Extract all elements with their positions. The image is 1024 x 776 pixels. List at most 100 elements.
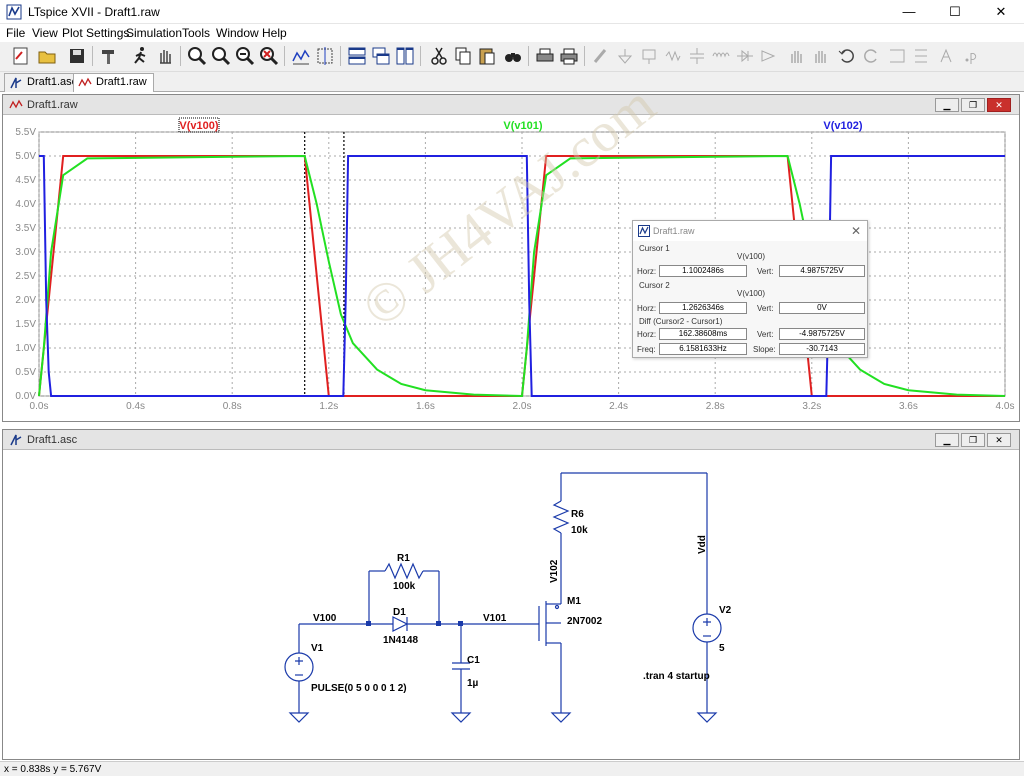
- waveform-plot[interactable]: 0.0V0.5V1.0V1.5V2.0V2.5V3.0V3.5V4.0V4.5V…: [3, 116, 1019, 422]
- menu-tools[interactable]: Tools: [182, 26, 211, 40]
- menu-view[interactable]: View: [32, 26, 58, 40]
- copy-icon[interactable]: [452, 45, 474, 67]
- menu-file[interactable]: File: [6, 26, 26, 40]
- tile-vertical-icon[interactable]: [394, 45, 416, 67]
- close-button[interactable]: ✕: [995, 4, 1007, 19]
- cursor-panel-titlebar[interactable]: Draft1.raw ✕: [633, 221, 867, 241]
- diff-vert-field[interactable]: -4.9875725V: [779, 328, 865, 340]
- pan-hand-icon[interactable]: [154, 45, 176, 67]
- waveform-restore-button[interactable]: ❐: [961, 98, 985, 112]
- x-tick-label: 0.0s: [30, 401, 49, 412]
- title-bar: LTspice XVII - Draft1.raw — ☐ ✕: [0, 0, 1024, 24]
- cursor1-heading: Cursor 1: [639, 244, 670, 253]
- redo-icon[interactable]: [860, 45, 882, 67]
- diff-vert-label: Vert:: [757, 330, 774, 339]
- cursor2-heading: Cursor 2: [639, 281, 670, 290]
- y-tick-label: 1.5V: [15, 319, 36, 330]
- plot-legend: V(v100)V(v101)V(v102): [178, 117, 863, 133]
- menu-window[interactable]: Window: [216, 26, 259, 40]
- capacitor-icon[interactable]: [686, 45, 708, 67]
- zoom-out-icon[interactable]: [234, 45, 256, 67]
- tab-draft1-raw[interactable]: Draft1.raw: [73, 73, 154, 92]
- diff-slope-label: Slope:: [753, 345, 776, 354]
- minimize-button[interactable]: —: [902, 4, 916, 19]
- resistor-icon[interactable]: [662, 45, 684, 67]
- y-tick-label: 4.0V: [15, 199, 36, 210]
- m1-value: 2N7002: [567, 616, 602, 627]
- move-icon[interactable]: [786, 45, 808, 67]
- diff-horz-field[interactable]: 162.38608ms: [659, 328, 747, 340]
- tile-horizontal-icon[interactable]: [346, 45, 368, 67]
- rotate-icon[interactable]: [886, 45, 908, 67]
- hammer-icon[interactable]: [98, 45, 120, 67]
- autorange-icon[interactable]: [290, 45, 312, 67]
- schematic-window-titlebar[interactable]: Draft1.asc ▁ ❐ ✕: [3, 430, 1019, 450]
- r6-value: 10k: [571, 525, 588, 536]
- waveform-icon: [78, 77, 92, 87]
- cursor2-horz-label: Horz:: [637, 304, 657, 313]
- d1-value: 1N4148: [383, 635, 418, 646]
- maximize-button[interactable]: ☐: [949, 4, 961, 19]
- waveform-minimize-button[interactable]: ▁: [935, 98, 959, 112]
- open-icon[interactable]: [36, 45, 58, 67]
- pencil-icon[interactable]: [590, 45, 612, 67]
- zoom-cancel-icon[interactable]: [258, 45, 280, 67]
- legend-label: V(v101): [503, 120, 542, 132]
- window-title: LTspice XVII - Draft1.raw: [28, 5, 160, 19]
- cut-icon[interactable]: [428, 45, 450, 67]
- cursor-readout-panel: Draft1.raw ✕ Cursor 1 V(v100) Horz: 1.10…: [632, 220, 868, 358]
- y-tick-label: 5.0V: [15, 151, 36, 162]
- print-icon[interactable]: [534, 45, 556, 67]
- schematic-canvas[interactable]: V1 PULSE(0 5 0 0 0 1 2) V100 R1 100k D1 …: [3, 451, 1019, 759]
- menu-simulation[interactable]: Simulation: [126, 26, 183, 40]
- new-schematic-icon[interactable]: [10, 45, 32, 67]
- menu-plot-settings[interactable]: Plot Settings: [62, 26, 130, 40]
- spice-directive-icon[interactable]: [962, 45, 984, 67]
- menu-help[interactable]: Help: [262, 26, 287, 40]
- cursor1-horz-field[interactable]: 1.1002486s: [659, 265, 747, 277]
- cursor2-vert-field[interactable]: 0V: [779, 302, 865, 314]
- schematic-restore-button[interactable]: ❐: [961, 433, 985, 447]
- diode-icon[interactable]: [734, 45, 756, 67]
- diff-slope-field[interactable]: -30.7143: [779, 343, 865, 355]
- v1-source[interactable]: [284, 624, 314, 723]
- schematic-minimize-button[interactable]: ▁: [935, 433, 959, 447]
- save-icon[interactable]: [66, 45, 88, 67]
- diff-freq-label: Freq:: [637, 345, 656, 354]
- tab-draft1-asc[interactable]: Draft1.asc: [4, 73, 85, 92]
- c1-value: 1µ: [467, 678, 479, 689]
- component-icon[interactable]: [758, 45, 780, 67]
- document-tabs: Draft1.asc Draft1.raw: [0, 72, 1024, 92]
- ground-icon[interactable]: [614, 45, 636, 67]
- zoom-area-icon[interactable]: [210, 45, 232, 67]
- undo-icon[interactable]: [836, 45, 858, 67]
- cascade-icon[interactable]: [370, 45, 392, 67]
- mirror-icon[interactable]: [910, 45, 932, 67]
- waveform-window-titlebar[interactable]: Draft1.raw ▁ ❐ ✕: [3, 95, 1019, 115]
- waveform-window-title: Draft1.raw: [27, 99, 78, 111]
- waveform-close-button[interactable]: ✕: [987, 98, 1011, 112]
- x-tick-label: 2.0s: [513, 401, 532, 412]
- y-tick-label: 0.5V: [15, 367, 36, 378]
- paste-icon[interactable]: [476, 45, 498, 67]
- diff-freq-field[interactable]: 6.1581633Hz: [659, 343, 747, 355]
- v2-value: 5: [719, 643, 725, 654]
- zoom-in-icon[interactable]: [186, 45, 208, 67]
- plot-cursor-icon[interactable]: [314, 45, 336, 67]
- schematic-window-title: Draft1.asc: [27, 434, 78, 446]
- run-icon[interactable]: [130, 45, 152, 67]
- text-icon[interactable]: [936, 45, 958, 67]
- cursor2-horz-field[interactable]: 1.2626346s: [659, 302, 747, 314]
- inductor-icon[interactable]: [710, 45, 732, 67]
- schematic-close-button[interactable]: ✕: [987, 433, 1011, 447]
- label-icon[interactable]: [638, 45, 660, 67]
- tran-directive[interactable]: .tran 4 startup: [643, 671, 710, 682]
- drag-icon[interactable]: [810, 45, 832, 67]
- r6-name: R6: [571, 509, 584, 520]
- find-icon[interactable]: [502, 45, 524, 67]
- cursor1-vert-field[interactable]: 4.9875725V: [779, 265, 865, 277]
- y-tick-label: 1.0V: [15, 343, 36, 354]
- cursor-panel-close-button[interactable]: ✕: [850, 224, 861, 238]
- print-setup-icon[interactable]: [558, 45, 580, 67]
- y-tick-label: 3.0V: [15, 247, 36, 258]
